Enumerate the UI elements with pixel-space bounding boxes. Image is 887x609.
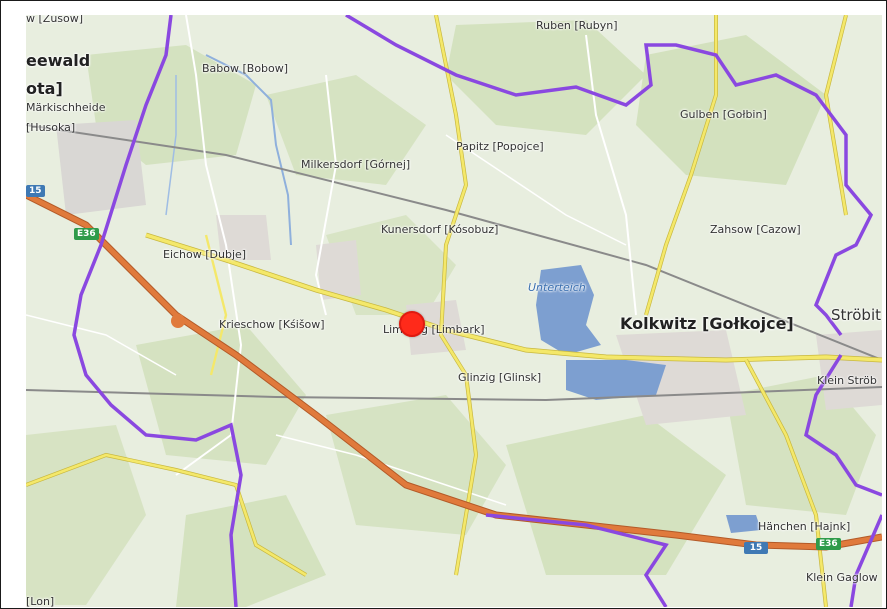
place-label-glinzig: Glinzig [Glinsk] <box>458 371 542 384</box>
place-label-lon: [Lon] <box>26 595 55 607</box>
place-label-hanchen: Hänchen [Hajnk] <box>758 520 851 533</box>
road-shield-e36-west: E36 <box>74 228 99 240</box>
map-base-layer <box>26 15 882 607</box>
place-label-krieschow: Krieschow [Kśišow] <box>219 318 325 331</box>
place-label-husoka: [Husoka] <box>26 121 76 134</box>
place-label-kolkwitz: Kolkwitz [Gołkojce] <box>620 314 794 333</box>
map-canvas[interactable]: w [Zusow] Ruben [Rubyn] eewald ota] Babo… <box>26 15 882 607</box>
place-label-klein-strobitz: Klein Ströb <box>817 374 877 387</box>
place-label-ruben: Ruben [Rubyn] <box>536 19 618 32</box>
place-label-eewald: eewald <box>26 51 91 70</box>
water-label-unterteich: Unterteich <box>528 281 586 294</box>
place-label-klein-gaglow: Klein Gaglow <box>806 571 878 584</box>
location-marker-icon[interactable] <box>399 311 425 337</box>
place-label-eichow: Eichow [Dubje] <box>163 248 247 261</box>
place-label-zusow: w [Zusow] <box>26 15 84 25</box>
place-label-papitz: Papitz [Popojce] <box>456 140 544 153</box>
place-label-milkersdorf: Milkersdorf [Górnej] <box>301 158 411 171</box>
road-shield-e36-east: E36 <box>816 538 841 550</box>
place-label-babow: Babow [Bobow] <box>202 62 289 75</box>
place-label-markischheide: Märkischheide <box>26 101 106 114</box>
place-label-ota: ota] <box>26 79 63 98</box>
road-shield-15-west: 15 <box>26 185 45 197</box>
place-label-gulben: Gulben [Gołbin] <box>680 108 767 121</box>
road-shield-15-east: 15 <box>744 542 768 554</box>
place-label-strobitz: Ströbit <box>831 306 881 324</box>
place-label-zahsow: Zahsow [Cazow] <box>710 223 801 236</box>
place-label-kunersdorf: Kunersdorf [Kósobuz] <box>381 223 499 236</box>
